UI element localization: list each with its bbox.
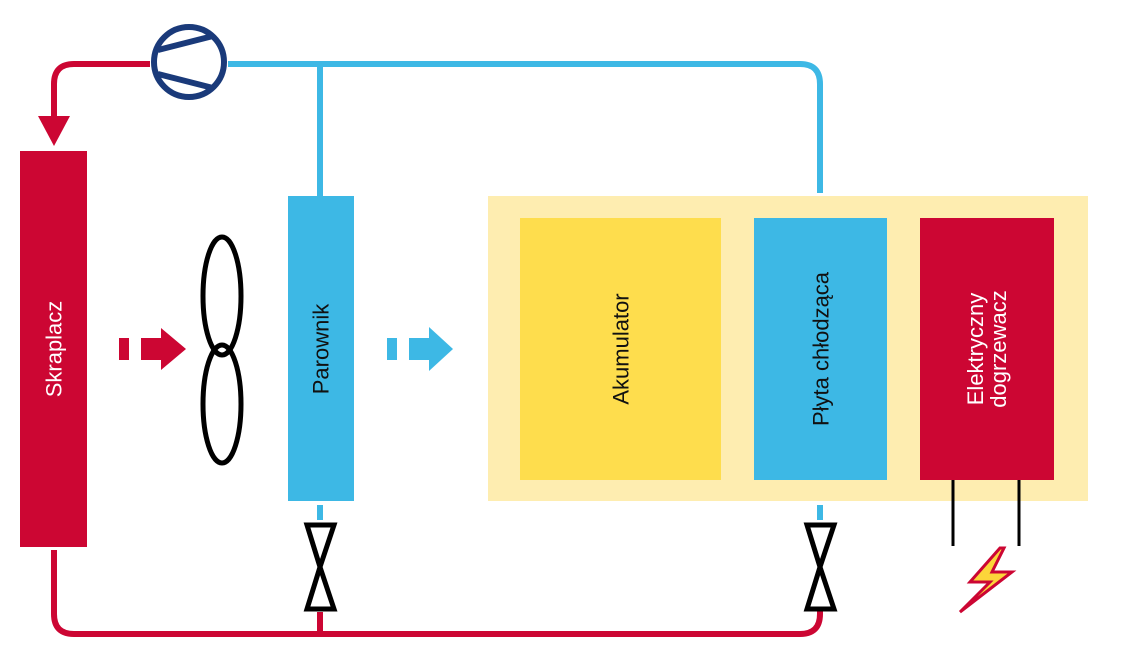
electric-heater-block: Elektryczny dogrzewacz xyxy=(920,218,1054,480)
lightning-icon xyxy=(958,546,1017,614)
cooling-plate-label: Płyta chłodząca xyxy=(807,271,833,427)
evaporator-block: Parownik xyxy=(288,196,354,501)
accumulator-label: Akumulator xyxy=(607,293,633,405)
cooling-plate-block: Płyta chłodząca xyxy=(754,218,887,480)
evaporator-label: Parownik xyxy=(308,303,334,394)
accumulator-block: Akumulator xyxy=(520,218,721,480)
airflow-arrow-icon xyxy=(119,328,186,370)
electric-heater-label-line1: Elektryczny xyxy=(962,292,988,406)
liquid-line-bottom xyxy=(51,550,823,637)
expansion-valve-icon xyxy=(803,522,838,612)
compressor-icon xyxy=(151,24,227,100)
suction-line xyxy=(228,61,823,193)
electric-heater-label: Elektryczny dogrzewacz xyxy=(962,290,1011,408)
condenser-block: Skraplacz xyxy=(20,151,87,547)
fan-icon xyxy=(200,234,244,466)
airflow-arrow-icon xyxy=(387,327,453,371)
condenser-label: Skraplacz xyxy=(40,300,66,398)
expansion-valve-icon xyxy=(303,522,338,612)
flow-direction-arrow-icon xyxy=(38,116,70,146)
electric-heater-label-line2: dogrzewacz xyxy=(986,290,1011,408)
hot-line-top xyxy=(51,61,150,118)
